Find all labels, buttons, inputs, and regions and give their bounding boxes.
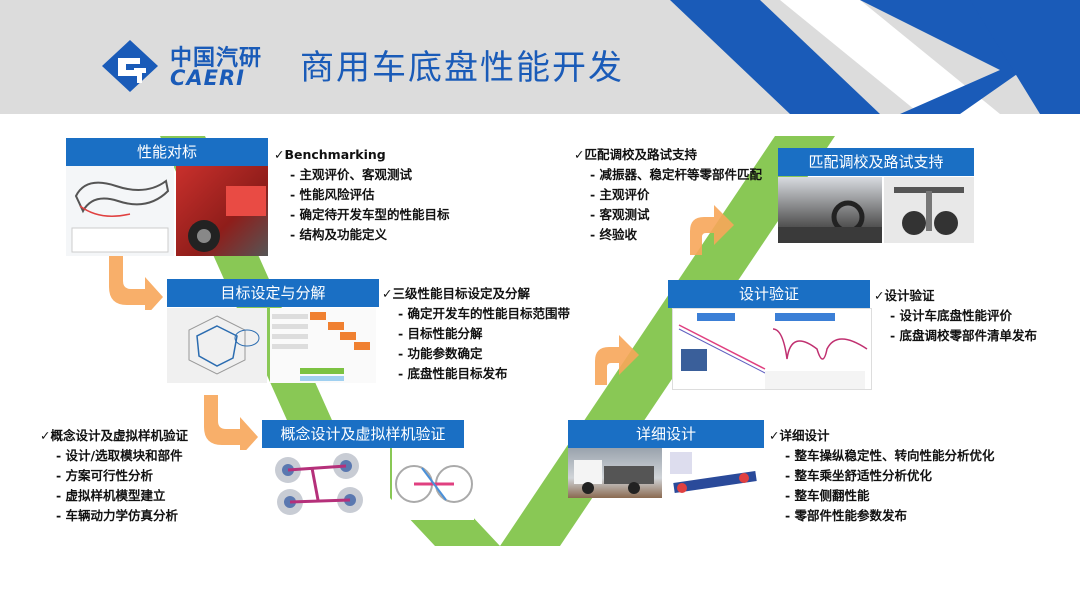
- stage-detail: 详细设计: [568, 420, 764, 448]
- stage-tuning: 匹配调校及路试支持: [778, 148, 974, 176]
- target-radar-image: [167, 308, 267, 383]
- target-list: ✓三级性能目标设定及分解 - 确定开发车的性能目标范围带 - 目标性能分解 - …: [382, 284, 570, 384]
- detail-chassis-model-image: [664, 448, 764, 498]
- detail-list: ✓详细设计 - 整车操纵稳定性、转向性能分析优化 - 整车乘坐舒适性分析优化 -…: [769, 426, 995, 526]
- list-head: ✓详细设计: [769, 428, 830, 443]
- list-item: - 方案可行性分析: [56, 468, 154, 483]
- list-item: - 客观测试: [590, 207, 650, 222]
- stage-concept: 概念设计及虚拟样机验证: [262, 420, 464, 448]
- arrow-up-icon: [690, 205, 734, 255]
- concept-chassis-image: [262, 448, 390, 520]
- stage-validation: 设计验证: [668, 280, 870, 308]
- list-item: - 虚拟样机模型建立: [56, 488, 166, 503]
- list-item: - 整车侧翻性能: [785, 488, 870, 503]
- benchmark-truck-photo: [176, 166, 268, 256]
- arrow-right-icon: [204, 395, 258, 450]
- arrow-right-icon: [109, 255, 163, 310]
- benchmark-list: ✓Benchmarking - 主观评价、客观测试 - 性能风险评估 - 确定待…: [274, 145, 450, 245]
- list-head: ✓匹配调校及路试支持: [574, 147, 697, 162]
- stage-target: 目标设定与分解: [167, 279, 379, 307]
- validation-chart-image: [672, 308, 872, 390]
- list-head: ✓设计验证: [874, 288, 935, 303]
- logo-text-cn: 中国汽研: [170, 46, 263, 71]
- list-head: ✓Benchmarking: [274, 147, 386, 162]
- tuning-cabin-photo: [778, 177, 882, 243]
- list-item: - 设计车底盘性能评价: [890, 308, 1013, 323]
- list-item: - 底盘性能目标发布: [398, 366, 508, 381]
- tuning-suspension-photo: [884, 177, 974, 243]
- stage-benchmark: 性能对标: [66, 138, 268, 166]
- list-item: - 确定待开发车型的性能目标: [290, 207, 450, 222]
- concept-wheel-image: [392, 448, 474, 520]
- header-decoration: [670, 0, 1080, 114]
- detail-truck-photo: [568, 448, 662, 498]
- list-head: ✓三级性能目标设定及分解: [382, 286, 530, 301]
- list-item: - 终验收: [590, 227, 638, 242]
- validation-list: ✓设计验证 - 设计车底盘性能评价 - 底盘调校零部件清单发布: [874, 286, 1037, 346]
- list-item: - 主观评价: [590, 187, 650, 202]
- list-item: - 主观评价、客观测试: [290, 167, 413, 182]
- target-decomposition-image: [270, 308, 376, 383]
- list-item: - 整车乘坐舒适性分析优化: [785, 468, 933, 483]
- arrow-up-icon: [595, 335, 639, 385]
- list-item: - 确定开发车的性能目标范围带: [398, 306, 571, 321]
- list-item: - 结构及功能定义: [290, 227, 388, 242]
- list-item: - 底盘调校零部件清单发布: [890, 328, 1038, 343]
- header-bar: 中国汽研 CAERI 商用车底盘性能开发: [0, 0, 1080, 114]
- list-item: - 性能风险评估: [290, 187, 375, 202]
- logo-text-en: CAERI: [170, 66, 245, 90]
- page-title: 商用车底盘性能开发: [300, 48, 624, 88]
- list-item: - 目标性能分解: [398, 326, 483, 341]
- list-head: ✓概念设计及虚拟样机验证: [40, 428, 188, 443]
- list-item: - 整车操纵稳定性、转向性能分析优化: [785, 448, 995, 463]
- list-item: - 减振器、稳定杆等零部件匹配: [590, 167, 763, 182]
- concept-list: ✓概念设计及虚拟样机验证 - 设计/选取模块和部件 - 方案可行性分析 - 虚拟…: [40, 426, 188, 526]
- list-item: - 功能参数确定: [398, 346, 483, 361]
- caeri-logo-icon: [102, 40, 158, 92]
- tuning-list: ✓匹配调校及路试支持 - 减振器、稳定杆等零部件匹配 - 主观评价 - 客观测试…: [574, 145, 762, 245]
- list-item: - 零部件性能参数发布: [785, 508, 908, 523]
- list-item: - 车辆动力学仿真分析: [56, 508, 179, 523]
- benchmark-track-image: [66, 166, 174, 256]
- list-item: - 设计/选取模块和部件: [56, 448, 183, 463]
